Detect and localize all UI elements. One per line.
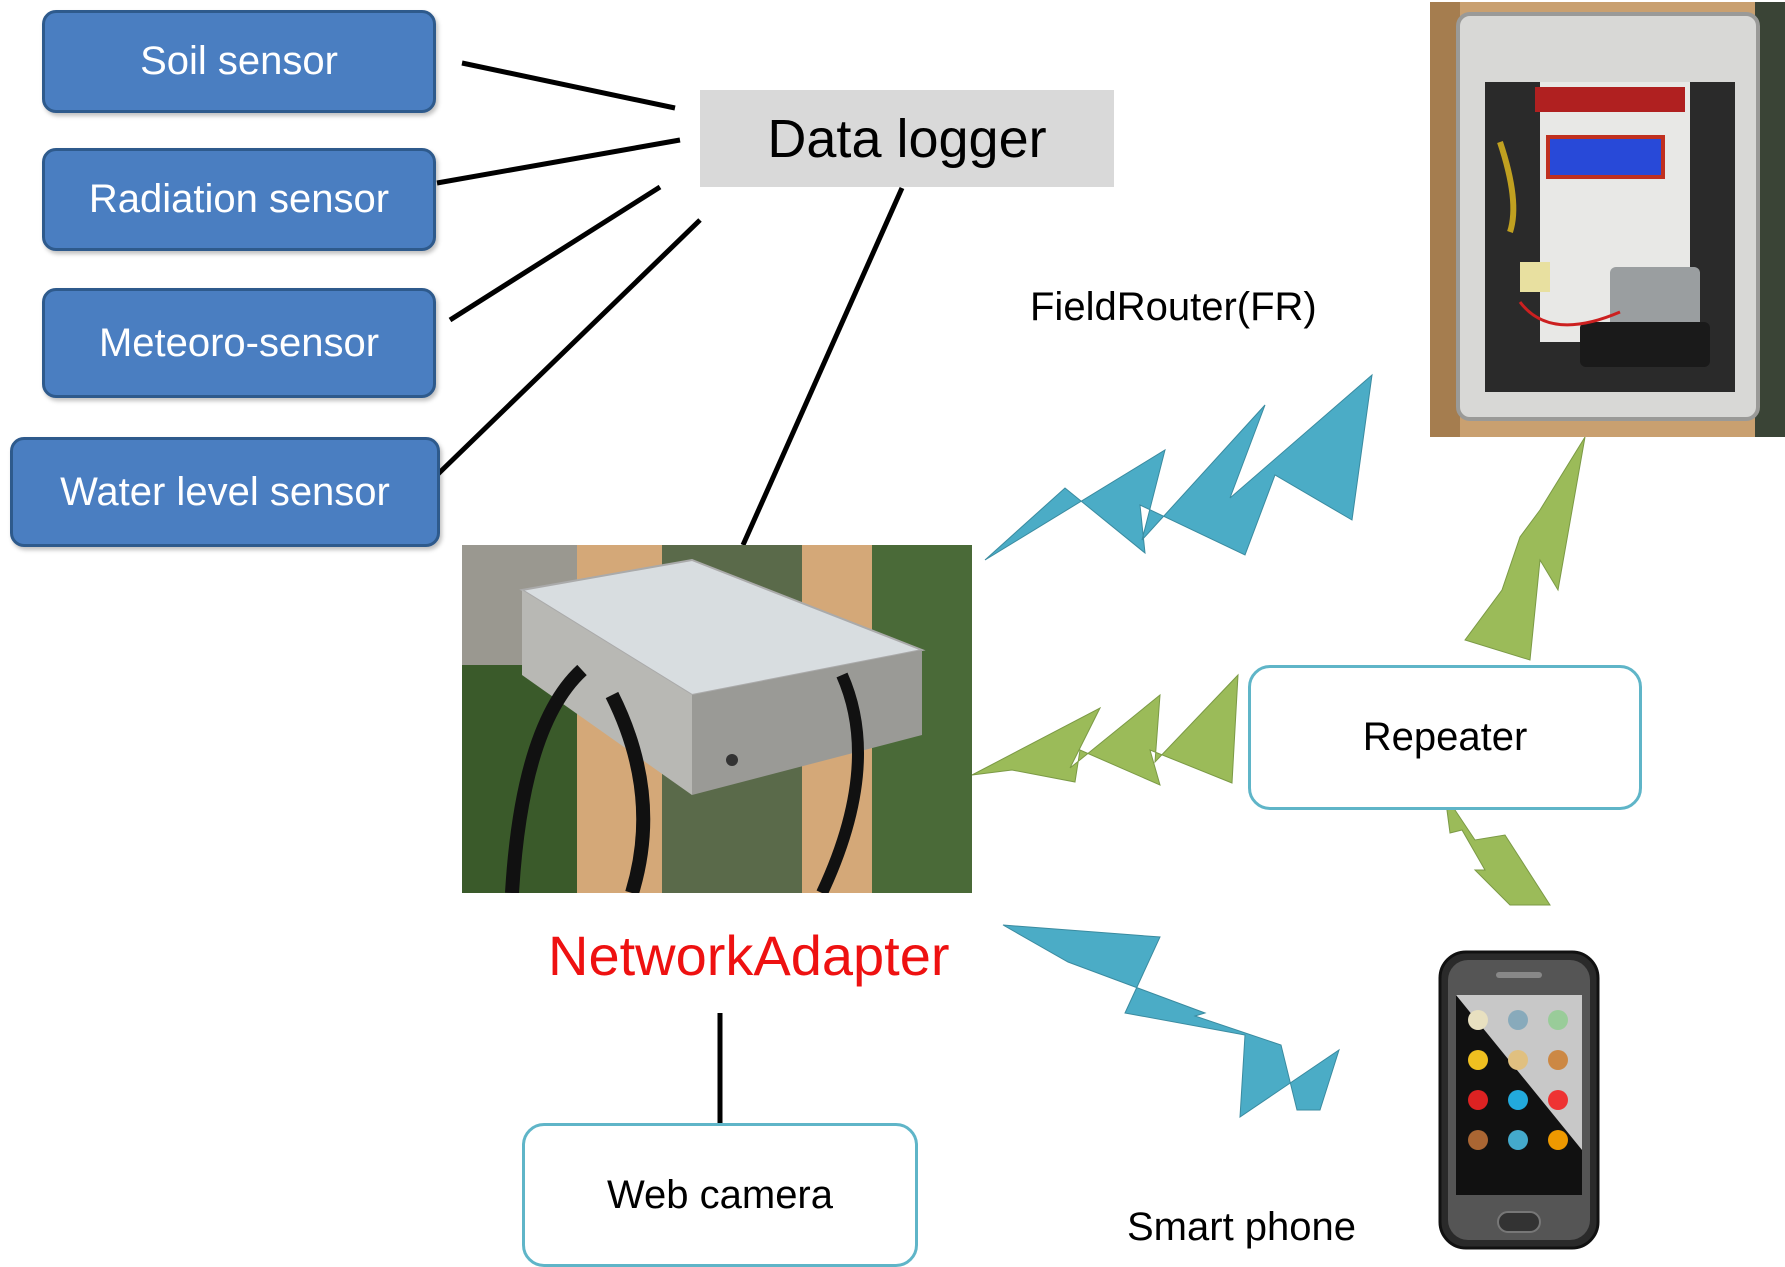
wireless-bolt-phone-repeater [1444, 794, 1551, 906]
water-level-sensor-box: Water level sensor [10, 437, 440, 547]
soil-sensor-box: Soil sensor [42, 10, 436, 113]
radiation-sensor-box: Radiation sensor [42, 148, 436, 251]
network-adapter-photo [462, 545, 972, 893]
wire-meteoro-logger [448, 184, 662, 323]
repeater-box: Repeater [1248, 665, 1642, 810]
soil-sensor-label: Soil sensor [140, 39, 338, 83]
repeater-label: Repeater [1362, 715, 1528, 759]
network-adapter-label: NetworkAdapter [548, 924, 950, 987]
smartphone-icon [1438, 950, 1600, 1250]
data-logger-label: Data logger [767, 108, 1047, 169]
smart-phone-label: Smart phone [1127, 1205, 1357, 1249]
radiation-sensor-label: Radiation sensor [88, 177, 390, 221]
wire-soil-logger [461, 60, 676, 111]
web-camera-box: Web camera [522, 1123, 918, 1267]
wireless-bolt-adapter-phone [1002, 924, 1340, 1118]
field-router-photo [1430, 2, 1785, 437]
data-logger-box: Data logger [700, 90, 1114, 187]
wire-water-logger [435, 218, 702, 477]
wireless-bolt-repeater-adapter [971, 673, 1239, 786]
meteoro-sensor-label: Meteoro-sensor [98, 320, 380, 365]
wire-radiation-logger [436, 137, 681, 186]
meteoro-sensor-box: Meteoro-sensor [42, 288, 436, 398]
wire-logger-adapter [740, 186, 905, 547]
wireless-bolt-adapter-router [984, 373, 1373, 561]
web-camera-label: Web camera [606, 1172, 833, 1217]
wireless-bolt-repeater-router [1464, 436, 1586, 661]
field-router-label: FieldRouter(FR) [1030, 285, 1317, 329]
water-level-sensor-label: Water level sensor [60, 469, 390, 514]
